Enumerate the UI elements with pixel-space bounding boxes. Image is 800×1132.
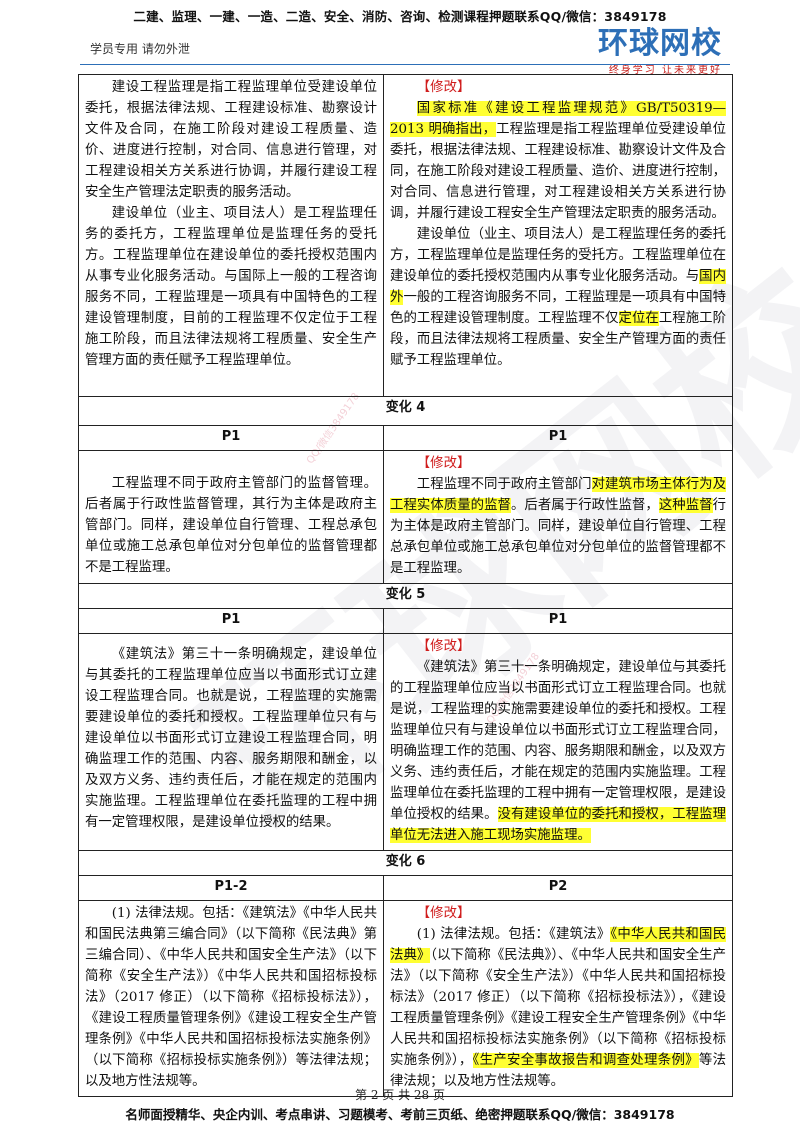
- highlighted-change: 定位在: [618, 311, 659, 326]
- new-paragraph: (1) 法律法规。包括：《建筑法》《中华人民共和国民法典》（以下简称《民法典》）…: [390, 924, 726, 1092]
- paragraph-text: 等法律法规；以及地方性法规等。: [390, 1053, 726, 1089]
- page-number: 第 2 页 共 28 页: [355, 1088, 445, 1102]
- old-paragraph: 工程监理不同于政府主管部门的监督管理。后者属于行政性监督管理，其行为主体是政府主…: [85, 476, 377, 575]
- comparison-table: 建设工程监理是指工程监理单位受建设单位委托，根据法律法规、工程建设标准、勘察设计…: [78, 74, 733, 1097]
- table-row: 《建筑法》第三十一条明确规定，建设单位与其委托的工程监理单位应当以书面形式订立建…: [78, 633, 733, 851]
- revision-tag: 【修改】: [416, 456, 471, 471]
- internal-use-note: 学员专用 请勿外泄: [90, 42, 190, 56]
- bottom-contact-banner: 名师面授精华、央企内训、考点串讲、习题模考、考前三页纸、绝密押题联系QQ/微信：…: [125, 1107, 675, 1122]
- new-text-cell: 【修改】 国家标准《建设工程监理规范》GB/T50319—2013 明确指出，工…: [383, 74, 733, 397]
- old-text-cell: (1) 法律法规。包括：《建筑法》《中华人民共和国民法典第三编合同》（以下简称《…: [78, 900, 384, 1097]
- old-text-cell: 建设工程监理是指工程监理单位受建设单位委托，根据法律法规、工程建设标准、勘察设计…: [78, 74, 384, 397]
- header-divider: [80, 64, 730, 65]
- page-ref-row: P1-2 P2: [78, 875, 733, 901]
- new-paragraph: 工程监理不同于政府主管部门对建筑市场主体行为及工程实体质量的监督。后者属于行政性…: [390, 474, 726, 579]
- change-heading-row: 变化 6: [78, 850, 733, 876]
- old-page-ref: P1: [78, 608, 384, 634]
- new-paragraph: 《建筑法》第三十一条明确规定，建设单位与其委托的工程监理单位应当以书面形式订立工…: [390, 657, 727, 846]
- paragraph-text: 《建筑法》第三十一条明确规定，建设单位与其委托的工程监理单位应当以书面形式订立工…: [390, 660, 726, 822]
- old-page-ref: P1-2: [78, 875, 384, 901]
- paragraph-text: （以下简称《民法典》）、《中华人民共和国安全生产法》（以下简称《安全生产法》）《…: [390, 948, 727, 1068]
- table-row: (1) 法律法规。包括：《建筑法》《中华人民共和国民法典第三编合同》（以下简称《…: [78, 900, 733, 1097]
- page-ref-row: P1 P1: [78, 608, 733, 634]
- change-heading-row: 变化 5: [78, 583, 733, 609]
- page-ref-row: P1 P1: [78, 425, 733, 451]
- change-title: 变化 4: [78, 396, 733, 426]
- highlighted-change: 这种监督: [658, 498, 713, 513]
- change-title: 变化 5: [78, 583, 733, 609]
- old-paragraph: 建设单位（业主、项目法人）是工程监理任务的委托方，工程监理单位是监理任务的受托方…: [85, 206, 377, 368]
- logo-text: 环球网校: [598, 26, 722, 61]
- new-page-ref: P2: [383, 875, 733, 901]
- revision-tag: 【修改】: [416, 906, 471, 921]
- paragraph-text: 工程监理不同于政府主管部门: [416, 477, 592, 492]
- new-text-cell: 【修改】 (1) 法律法规。包括：《建筑法》《中华人民共和国民法典》（以下简称《…: [383, 900, 733, 1097]
- old-paragraph: 建设工程监理是指工程监理单位受建设单位委托，根据法律法规、工程建设标准、勘察设计…: [85, 80, 377, 200]
- paragraph-text: 。后者属于行政性监督，: [510, 498, 659, 513]
- old-text-cell: 《建筑法》第三十一条明确规定，建设单位与其委托的工程监理单位应当以书面形式订立建…: [78, 633, 384, 851]
- logo-slogan: 终身学习 让未来更好: [608, 65, 722, 76]
- paragraph-text: 行为主体是政府主管部门。同样，建设单位自行管理、工程总承包单位或施工总承包单位对…: [390, 498, 727, 576]
- table-row: 工程监理不同于政府主管部门的监督管理。后者属于行政性监督管理，其行为主体是政府主…: [78, 450, 733, 584]
- paragraph-text: 建设单位（业主、项目法人）是工程监理任务的委托方，工程监理单位是监理任务的受托方…: [390, 227, 726, 284]
- table-row: 建设工程监理是指工程监理单位受建设单位委托，根据法律法规、工程建设标准、勘察设计…: [78, 74, 733, 397]
- highlighted-change: 《生产安全事故报告和调查处理条例》: [472, 1053, 699, 1068]
- old-paragraph: 《建筑法》第三十一条明确规定，建设单位与其委托的工程监理单位应当以书面形式订立建…: [85, 647, 377, 830]
- new-page-ref: P1: [383, 608, 733, 634]
- revision-tag: 【修改】: [416, 639, 471, 654]
- paragraph-text: 一般的工程咨询服务不同，工程监理是一项具有中国特色的工程建设管理制度。工程监理不…: [390, 290, 727, 326]
- paragraph-text: 工程施工阶段，而且法律法规将工程质量、安全生产管理方面的责任赋予工程监理单位。: [390, 311, 727, 368]
- top-contact-banner: 二建、监理、一建、一造、二造、安全、消防、咨询、检测课程押题联系QQ/微信：38…: [133, 9, 667, 24]
- old-paragraph: (1) 法律法规。包括：《建筑法》《中华人民共和国民法典第三编合同》（以下简称《…: [85, 906, 377, 1089]
- paragraph-text: 工程监理是指工程监理单位受建设单位委托，根据法律法规、工程建设标准、勘察设计文件…: [390, 122, 726, 221]
- brand-logo: 环球网校 终身学习 让未来更好: [598, 26, 722, 77]
- new-paragraph: 建设单位（业主、项目法人）是工程监理任务的委托方，工程监理单位是监理任务的受托方…: [390, 224, 727, 371]
- paragraph-text: (1) 法律法规。包括：《建筑法》: [416, 927, 611, 942]
- change-title: 变化 6: [78, 850, 733, 876]
- old-page-ref: P1: [78, 425, 384, 451]
- new-paragraph: 国家标准《建设工程监理规范》GB/T50319—2013 明确指出，工程监理是指…: [390, 98, 726, 224]
- new-text-cell: 【修改】 《建筑法》第三十一条明确规定，建设单位与其委托的工程监理单位应当以书面…: [383, 633, 733, 851]
- change-heading-row: 变化 4: [78, 396, 733, 426]
- old-text-cell: 工程监理不同于政府主管部门的监督管理。后者属于行政性监督管理，其行为主体是政府主…: [78, 450, 384, 584]
- new-text-cell: 【修改】 工程监理不同于政府主管部门对建筑市场主体行为及工程实体质量的监督。后者…: [383, 450, 733, 584]
- revision-tag: 【修改】: [416, 80, 471, 95]
- new-page-ref: P1: [383, 425, 733, 451]
